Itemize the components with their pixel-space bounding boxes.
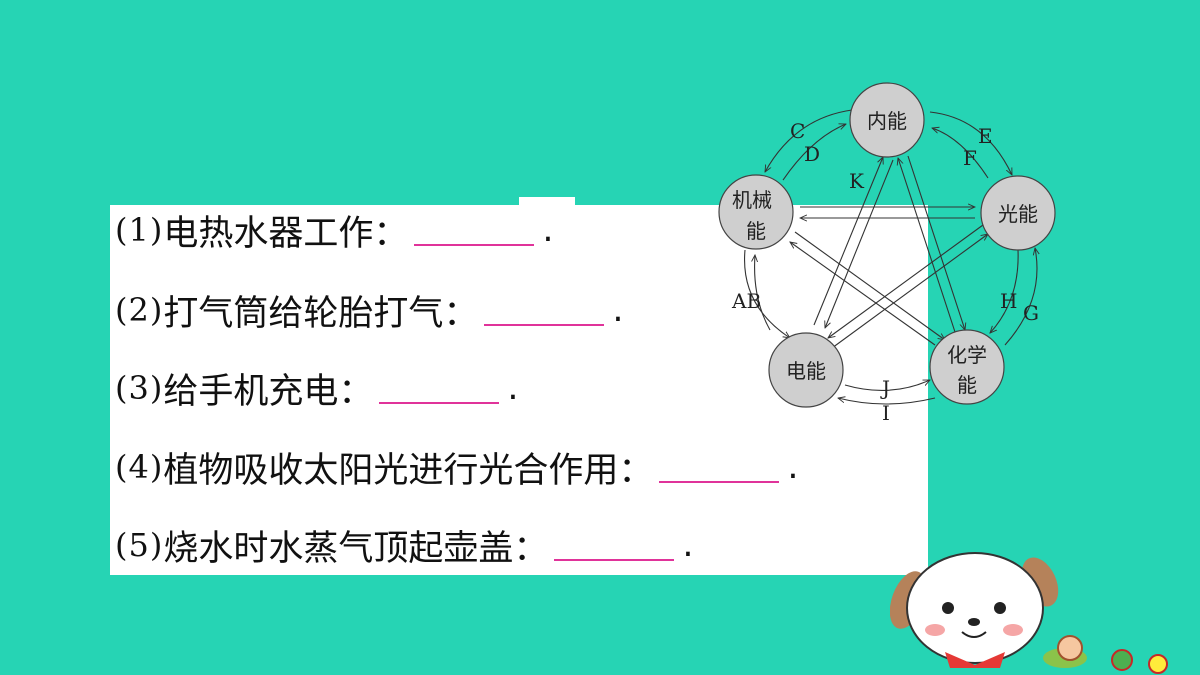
question-number: (5) — [115, 526, 164, 564]
arrow-h — [990, 249, 1019, 333]
arrow-chemical-to-mech — [790, 242, 936, 346]
snail-shell — [1057, 635, 1083, 661]
node-label-mechanical-2: 能 — [746, 219, 766, 243]
arrow-g — [1004, 248, 1037, 346]
question-1: (1) 电热水器工作： . — [115, 200, 553, 260]
answer-blank-2[interactable] — [484, 294, 605, 326]
arrow-c — [765, 109, 853, 172]
dog-left-cheek — [925, 624, 945, 636]
arrow-k — [813, 157, 883, 326]
arrow-electric-to-light — [831, 234, 988, 349]
node-label-electric: 电能 — [786, 359, 826, 383]
question-end: . — [612, 290, 624, 330]
label-e: E — [978, 124, 993, 148]
arrow-d — [782, 124, 846, 181]
question-end: . — [507, 368, 519, 408]
question-end: . — [542, 210, 554, 250]
panel-tab — [519, 197, 575, 207]
dog-right-cheek — [1003, 624, 1023, 636]
arrow-b — [755, 255, 771, 331]
node-label-light: 光能 — [998, 202, 1038, 226]
arrow-internal-to-electric — [825, 159, 894, 328]
question-number: (4) — [115, 448, 164, 486]
answer-blank-3[interactable] — [379, 372, 500, 404]
label-c: C — [790, 119, 805, 143]
label-i: I — [882, 401, 890, 425]
node-light-energy — [980, 175, 1056, 251]
question-text: 植物吸收太阳光进行光合作用： — [163, 450, 654, 491]
question-3: (3) 给手机充电： . — [115, 358, 518, 418]
label-k: K — [849, 169, 865, 193]
question-number: (1) — [115, 211, 164, 249]
label-d: D — [804, 142, 820, 166]
green-ball — [1111, 649, 1133, 671]
conversion-arrows — [743, 109, 1037, 405]
question-5: (5) 烧水时水蒸气顶起壶盖： . — [115, 515, 693, 575]
question-2: (2) 打气筒给轮胎打气： . — [115, 280, 623, 340]
answer-blank-1[interactable] — [414, 214, 535, 246]
dog-head — [906, 552, 1044, 664]
arrow-a — [743, 249, 790, 338]
arrow-e — [929, 111, 1013, 175]
question-end: . — [682, 525, 694, 565]
arrow-mech-to-chemical — [794, 231, 945, 340]
answer-blank-4[interactable] — [659, 451, 780, 483]
question-text: 打气筒给轮胎打气： — [163, 293, 479, 334]
question-number: (3) — [115, 369, 164, 407]
arrow-internal-to-chemical — [907, 155, 965, 330]
arrow-f — [932, 128, 989, 179]
label-g: G — [1023, 301, 1039, 325]
dog-right-eye — [994, 602, 1006, 614]
question-4: (4) 植物吸收太阳光进行光合作用： . — [115, 437, 798, 497]
arrow-chemical-to-internal — [898, 158, 956, 333]
label-f: F — [963, 146, 977, 170]
yellow-ball — [1148, 654, 1168, 674]
dog-nose — [968, 618, 980, 626]
arrow-j — [844, 379, 930, 391]
label-j: J — [880, 376, 890, 400]
question-text: 给手机充电： — [163, 371, 374, 412]
dog-left-eye — [942, 602, 954, 614]
arrow-light-to-electric — [828, 224, 984, 338]
arrow-i — [838, 398, 936, 405]
node-label-internal: 内能 — [867, 109, 907, 133]
node-mechanical-energy — [718, 174, 794, 250]
dog-mouth — [961, 631, 987, 638]
node-chemical-energy — [929, 329, 1005, 405]
question-number: (2) — [115, 291, 164, 329]
question-text: 电热水器工作： — [163, 213, 409, 254]
node-internal-energy — [849, 82, 925, 158]
arrow-labels: C D E F K AB H G J I — [731, 119, 1039, 425]
energy-nodes: 内能 机械 能 光能 电能 化学 能 — [718, 82, 1056, 408]
dog-mascot-decoration — [890, 552, 1168, 674]
answer-blank-5[interactable] — [554, 529, 675, 561]
dog-scarf — [945, 652, 1005, 668]
node-label-chemical-2: 能 — [957, 373, 977, 397]
question-end: . — [787, 447, 799, 487]
label-ab: AB — [731, 289, 761, 313]
node-electric-energy — [768, 332, 844, 408]
label-h: H — [1000, 289, 1017, 313]
node-label-mechanical-1: 机械 — [732, 188, 772, 212]
node-label-chemical-1: 化学 — [947, 343, 987, 367]
question-text: 烧水时水蒸气顶起壶盖： — [163, 528, 549, 569]
